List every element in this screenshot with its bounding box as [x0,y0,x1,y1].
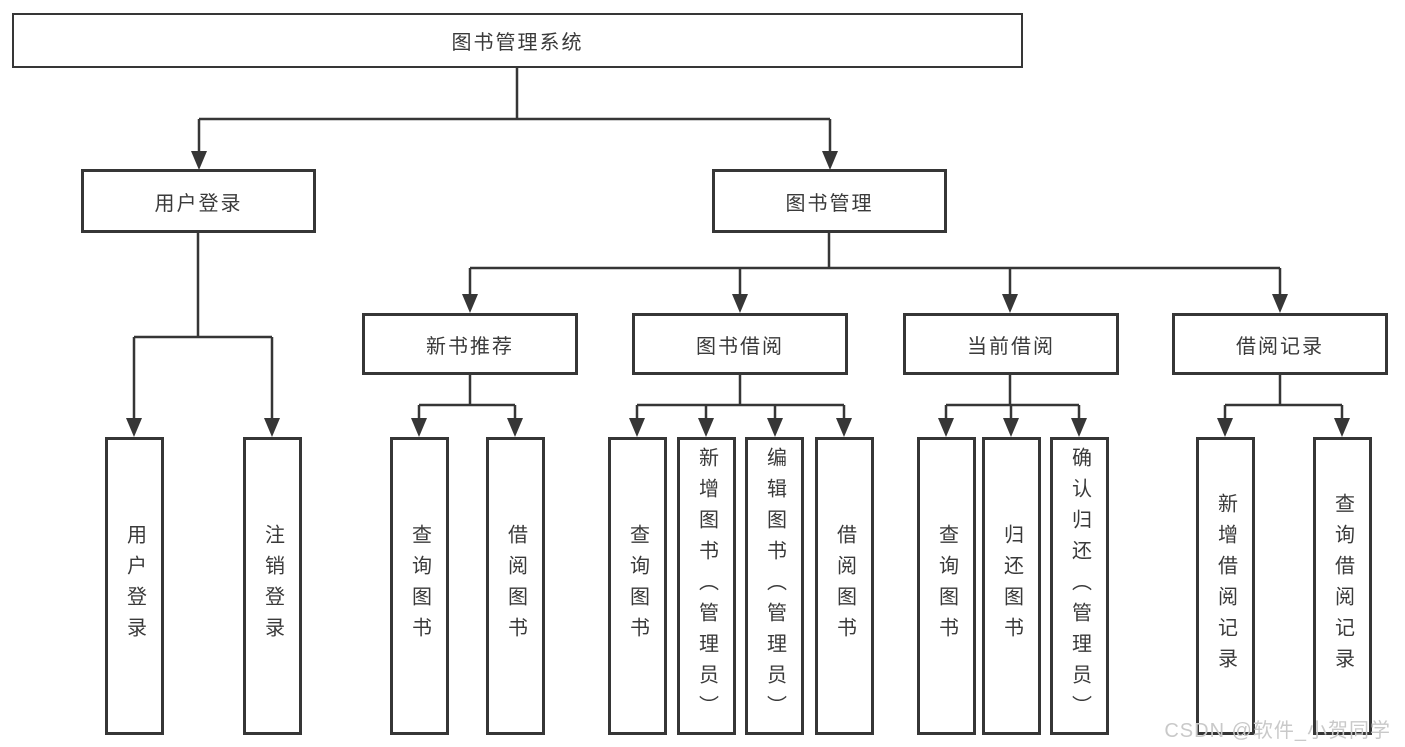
node-label: 当前借阅 [967,335,1055,358]
node-label: 归还图书 [1000,524,1023,648]
leaf-query-borrow-record: 查询借阅记录 [1313,437,1372,735]
leaf-query-books-borrow: 查询图书 [608,437,667,735]
node-book-borrowing: 图书借阅 [632,313,848,375]
csdn-watermark: CSDN @软件_小贺同学 [1164,720,1391,742]
node-label: 确认归还（管理员） [1068,446,1091,726]
node-label: 查询图书 [935,524,958,648]
node-label: 图书管理系统 [451,32,584,54]
leaf-add-borrow-record: 新增借阅记录 [1196,437,1255,735]
leaf-add-books-admin: 新增图书（管理员） [677,437,736,735]
node-label: 借阅图书 [833,524,856,648]
leaf-query-books-current: 查询图书 [917,437,976,735]
node-label: 借阅记录 [1236,335,1324,358]
node-label: 用户登录 [123,524,146,648]
node-new-book-recommendation: 新书推荐 [362,313,578,375]
arrowheads [126,151,1350,437]
node-label: 新书推荐 [426,335,514,358]
node-label: 图书借阅 [696,335,784,358]
node-label: 注销登录 [261,524,284,648]
node-label: 用户登录 [154,192,243,215]
node-label: 借阅图书 [504,524,527,648]
leaf-edit-books-admin: 编辑图书（管理员） [745,437,804,735]
node-label: 查询借阅记录 [1331,493,1354,679]
node-label: 查询图书 [626,524,649,648]
node-label: 新增借阅记录 [1214,493,1237,679]
node-book-management: 图书管理 [712,169,947,233]
node-label: 新增图书（管理员） [695,446,718,726]
leaf-return-books: 归还图书 [982,437,1041,735]
node-label: 查询图书 [408,524,431,648]
node-label: 图书管理 [785,192,874,215]
leaf-user-login: 用户登录 [105,437,164,735]
node-current-borrowing: 当前借阅 [903,313,1119,375]
leaf-confirm-return-admin: 确认归还（管理员） [1050,437,1109,735]
leaf-query-books-recommend: 查询图书 [390,437,449,735]
connector-segments [132,68,1344,420]
leaf-logout: 注销登录 [243,437,302,735]
node-borrowing-records: 借阅记录 [1172,313,1388,375]
leaf-borrow-books-recommend: 借阅图书 [486,437,545,735]
node-library-management-system: 图书管理系统 [12,13,1023,68]
node-user-login: 用户登录 [81,169,316,233]
node-label: 编辑图书（管理员） [763,446,786,726]
leaf-borrow-books: 借阅图书 [815,437,874,735]
